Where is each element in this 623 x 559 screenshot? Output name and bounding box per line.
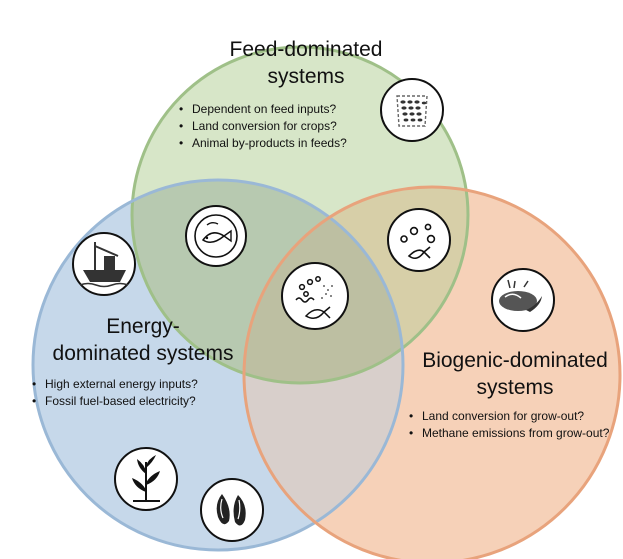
fish-bubbles-icon xyxy=(281,262,349,330)
pond-shrimp-icon xyxy=(491,268,555,332)
feed-title-line2: systems xyxy=(267,65,345,88)
feed-bullet-list: Dependent on feed inputs? Land conversio… xyxy=(176,101,422,152)
feed-title: Feed-dominated systems xyxy=(200,36,412,90)
energy-title-line1: Energy- xyxy=(106,315,180,338)
biogenic-title-line2: systems xyxy=(476,376,554,399)
feed-bullet: Animal by-products in feeds? xyxy=(179,135,422,152)
biogenic-title: Biogenic-dominated systems xyxy=(412,347,618,401)
energy-bullet: Fossil fuel-based electricity? xyxy=(32,393,261,410)
energy-title: Energy- dominated systems xyxy=(52,313,234,367)
feed-bullet: Dependent on feed inputs? xyxy=(179,101,422,118)
seaweed-fish-icon xyxy=(387,208,451,272)
biogenic-circle-outline xyxy=(242,185,622,559)
biogenic-title-line1: Biogenic-dominated xyxy=(422,349,608,372)
fishing-boat-icon xyxy=(72,232,136,296)
energy-bullet-list: High external energy inputs? Fossil fuel… xyxy=(29,376,261,410)
energy-circle-outline xyxy=(31,178,405,552)
mussel-icon xyxy=(200,478,264,542)
feed-bullet: Land conversion for crops? xyxy=(179,118,422,135)
energy-title-line2: dominated systems xyxy=(52,342,234,365)
feed-circle-outline xyxy=(130,45,470,385)
feed-title-line1: Feed-dominated xyxy=(229,38,383,61)
biogenic-bullet-list: Land conversion for grow-out? Methane em… xyxy=(406,408,618,442)
energy-bullet: High external energy inputs? xyxy=(32,376,261,393)
biogenic-bullet: Land conversion for grow-out? xyxy=(409,408,618,425)
seaweed-plant-icon xyxy=(114,447,178,511)
fish-plate-icon xyxy=(185,205,247,267)
biogenic-bullet: Methane emissions from grow-out? xyxy=(409,425,618,442)
